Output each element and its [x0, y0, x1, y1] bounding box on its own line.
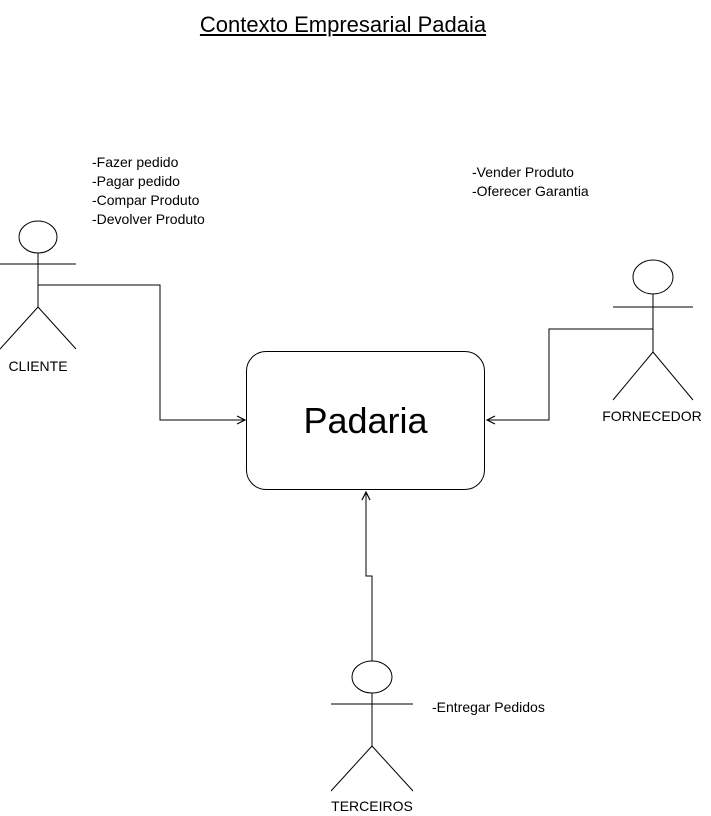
terceiros-responsibilities: -Entregar Pedidos [432, 698, 545, 717]
connector-cliente-to-padaria [38, 284, 245, 420]
terceiros-responsibility-item: -Entregar Pedidos [432, 699, 545, 715]
cliente-responsibilities: -Fazer pedido -Pagar pedido -Compar Prod… [92, 153, 205, 229]
system-padaria-label: Padaria [303, 399, 428, 441]
fornecedor-responsibilities: -Vender Produto -Oferecer Garantia [472, 163, 589, 201]
cliente-responsibility-item: -Compar Produto [92, 192, 200, 208]
actor-fornecedor-label: FORNECEDOR [602, 408, 702, 424]
system-padaria-box[interactable]: Padaria [246, 351, 485, 490]
fornecedor-responsibility-item: -Vender Produto [472, 164, 574, 180]
actor-terceiros-figure[interactable] [330, 660, 414, 792]
fornecedor-responsibility-item: -Oferecer Garantia [472, 183, 589, 199]
connector-fornecedor-to-padaria [487, 328, 653, 420]
actor-fornecedor-figure[interactable] [612, 259, 694, 401]
connector-terceiros-to-padaria [366, 492, 373, 661]
cliente-responsibility-item: -Fazer pedido [92, 154, 179, 170]
cliente-responsibility-item: -Devolver Produto [92, 211, 205, 227]
actor-cliente-figure[interactable] [0, 220, 77, 350]
diagram-title: Contexto Empresarial Padaia [199, 12, 487, 37]
actor-cliente-label: CLIENTE [8, 358, 68, 374]
cliente-responsibility-item: -Pagar pedido [92, 173, 180, 189]
actor-terceiros-label: TERCEIROS [331, 798, 413, 814]
